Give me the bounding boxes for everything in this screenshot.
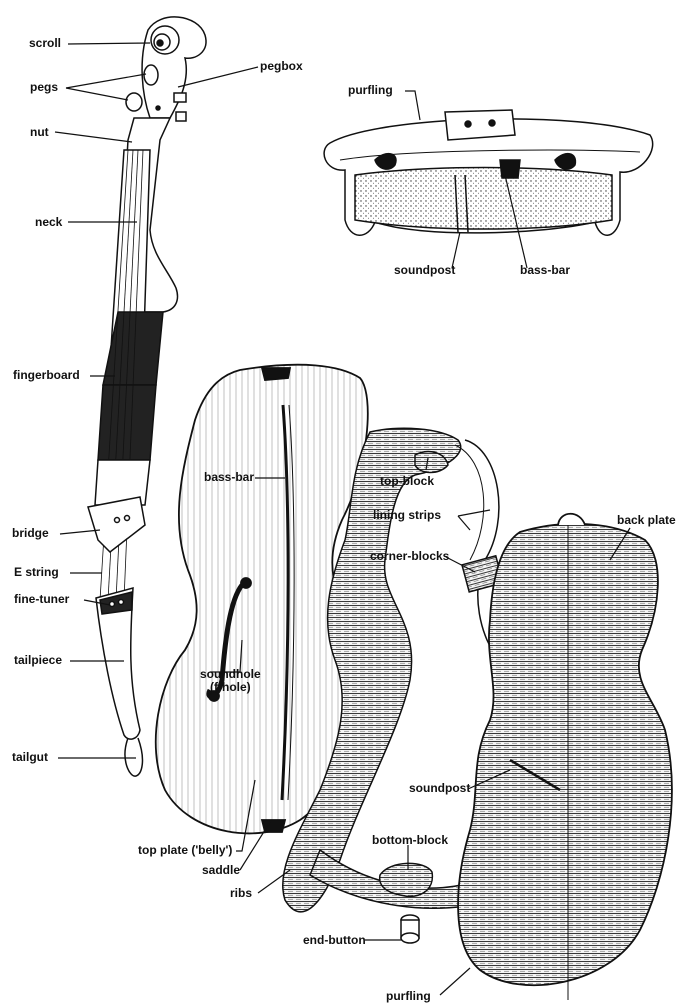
peg-upper [144,65,158,85]
leader-pegs-a [66,74,146,88]
label-soundhole-line1: soundhole [200,667,261,681]
label-fine-tuner: fine-tuner [14,593,69,606]
label-bass-bar-top: bass-bar [520,264,570,277]
leader-purfling-bottom [440,968,470,995]
cross-section [324,110,653,235]
label-tailgut: tailgut [12,751,48,764]
bridge-shape [88,497,145,552]
leader-bridge [60,530,100,534]
label-corner-blocks: corner-blocks [370,550,449,563]
label-bridge: bridge [12,527,49,540]
leader-scroll [68,43,150,44]
leader-nut [55,132,132,142]
label-fingerboard: fingerboard [13,369,80,382]
leader-pegbox [178,67,258,87]
label-back-plate: back plate [617,514,676,527]
label-bass-bar: bass-bar [204,471,254,484]
label-pegbox: pegbox [260,60,303,73]
label-bottom-block: bottom-block [372,834,448,847]
label-pegs: pegs [30,81,58,94]
label-soundhole: soundhole (f-hole) [200,668,261,694]
leader-lining-a [458,510,490,516]
leader-pegs-b [66,88,128,100]
end-button-shape [401,915,419,943]
label-tailpiece: tailpiece [14,654,62,667]
tailgut-loop [125,738,142,776]
label-lining-strips: lining strips [373,509,441,522]
label-nut: nut [30,126,49,139]
peg-lower [126,93,142,111]
label-saddle: saddle [202,864,240,877]
label-top-plate: top plate ('belly') [138,844,232,857]
label-neck: neck [35,216,62,229]
bottom-block-shape [380,863,433,896]
label-soundpost: soundpost [409,782,470,795]
label-purfling-bottom: purfling [386,990,431,1003]
label-ribs: ribs [230,887,252,900]
label-e-string: E string [14,566,59,579]
label-end-button: end-button [303,934,366,947]
leader-purfling-top [405,91,420,120]
label-soundpost-top: soundpost [394,264,455,277]
leader-lining-b [458,516,470,530]
label-scroll: scroll [29,37,61,50]
label-top-block: top-block [380,475,434,488]
label-purfling-top: purfling [348,84,393,97]
label-soundhole-line2: (f-hole) [210,680,251,694]
